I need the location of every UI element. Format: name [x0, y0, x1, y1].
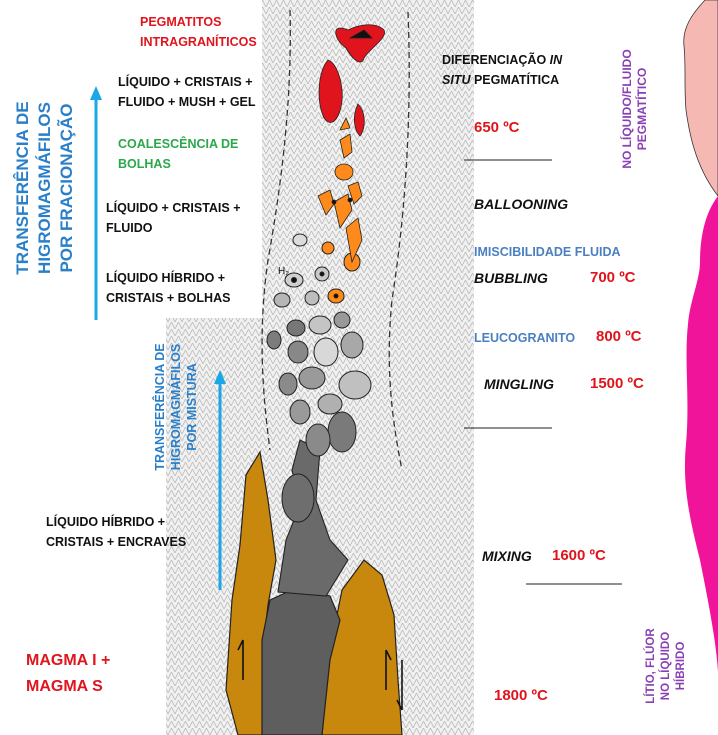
- lithium-fluorine-profile: [685, 196, 718, 672]
- drop-core: [332, 200, 336, 204]
- enclave: [339, 371, 371, 399]
- label-imiscibilidade: IMISCIBILIDADE FLUIDA: [474, 242, 621, 262]
- enclave: [309, 316, 331, 334]
- bubble-core: [320, 272, 324, 276]
- enclave: [314, 338, 338, 366]
- label-h2: H₂: [278, 262, 289, 282]
- bubble: [293, 234, 307, 246]
- label-leucogranito: LEUCOGRANITO: [474, 328, 575, 348]
- enclave: [318, 394, 342, 414]
- enclave: [274, 293, 290, 307]
- label-liquido-encraves: LÍQUIDO HÍBRIDO + CRISTAIS + ENCRAVES: [46, 512, 186, 552]
- temp-1800: 1800 ºC: [494, 686, 548, 706]
- label-diferenciacao: DIFERENCIAÇÃO IN SITU PEGMATÍTICA: [442, 50, 562, 90]
- orange-drop: [335, 164, 353, 180]
- label-transferencia-mistura: TRANSFERÊNCIA DE HIGROMAGMÁFILOS POR MIS…: [152, 314, 200, 500]
- enclave: [282, 474, 314, 522]
- enclave: [306, 424, 330, 456]
- bubble-core: [334, 294, 338, 298]
- label-transferencia-fracionacao: TRANSFERÊNCIA DE HIGROMAGMÁFILOS POR FRA…: [12, 58, 78, 318]
- pegmatitic-fluid-profile: [684, 0, 718, 196]
- label-liquido-mush: LÍQUIDO + CRISTAIS + FLUIDO + MUSH + GEL: [118, 72, 256, 112]
- bubble: [322, 242, 334, 254]
- label-liquido-fluido: LÍQUIDO + CRISTAIS + FLUIDO: [106, 198, 241, 238]
- label-litio-fluor: LÍTIO, FLÚOR NO LÍQUIDO HÍBRIDO: [644, 606, 689, 726]
- enclave: [287, 320, 305, 336]
- label-mingling: MINGLING: [484, 374, 554, 394]
- enclave: [267, 331, 281, 349]
- enclave: [328, 412, 356, 452]
- label-mixing: MIXING: [482, 546, 532, 566]
- enclave: [299, 367, 325, 389]
- label-bubbling: BUBBLING: [474, 268, 548, 288]
- temp-800: 800 ºC: [596, 327, 642, 347]
- label-liquido-bolhas: LÍQUIDO HÍBRIDO + CRISTAIS + BOLHAS: [106, 268, 230, 308]
- bubble: [305, 291, 319, 305]
- drop-core: [348, 198, 352, 202]
- enclave: [334, 312, 350, 328]
- enclave: [341, 332, 363, 358]
- enclave: [290, 400, 310, 424]
- bubble-core: [292, 278, 297, 283]
- temp-700: 700 ºC: [590, 268, 636, 288]
- enclave: [279, 373, 297, 395]
- label-pegmatitos: PEGMATITOS INTRAGRANÍTICOS: [140, 12, 257, 52]
- temp-1600: 1600 ºC: [552, 546, 606, 566]
- label-coalescencia: COALESCÊNCIA DE BOLHAS: [118, 134, 238, 174]
- temp-650: 650 ºC: [474, 118, 520, 138]
- label-no-liquido-fluido: NO LÍQUIDO/FLUIDO PEGMATÍTICO: [620, 12, 650, 206]
- label-magma: MAGMA I + MAGMA S: [26, 648, 110, 700]
- label-ballooning: BALLOONING: [474, 194, 568, 214]
- enclave: [288, 341, 308, 363]
- fracionacao-arrow: [90, 86, 102, 320]
- temp-1500: 1500 ºC: [590, 374, 644, 394]
